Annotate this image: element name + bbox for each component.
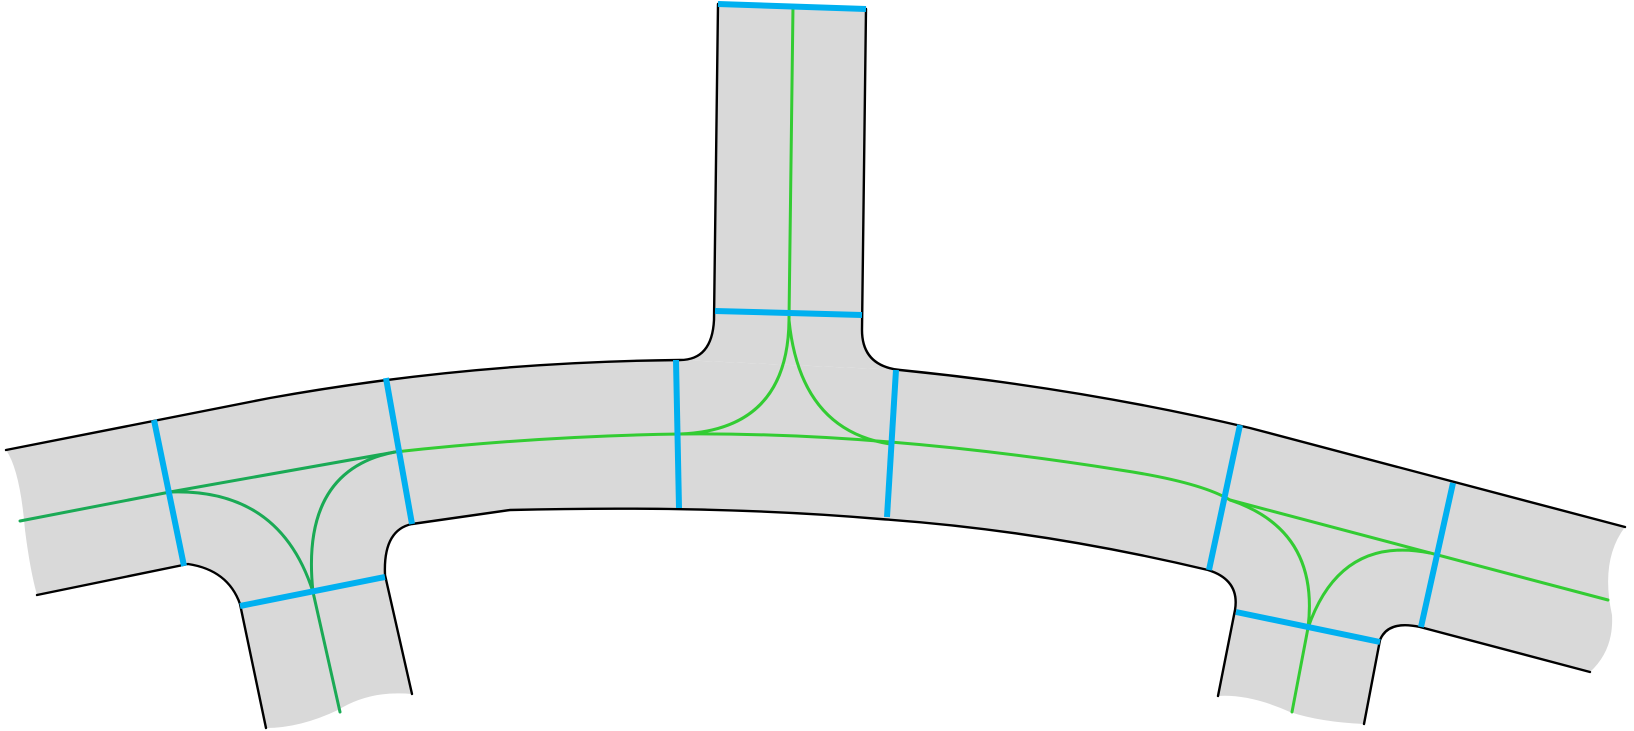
turn-paths-group xyxy=(168,318,1432,630)
right-spur-centerline xyxy=(1290,626,1310,714)
section-line-center-left xyxy=(673,359,682,509)
center-turn-left xyxy=(678,318,791,436)
lower-middle-curb xyxy=(383,507,1237,698)
left-spur-centerline xyxy=(311,590,342,714)
section-line-left-2 xyxy=(383,377,415,525)
left-turn-east xyxy=(309,450,397,594)
section-line-north-bottom xyxy=(714,308,863,318)
center-turn-right xyxy=(787,318,892,446)
section-line-right-spur xyxy=(1235,609,1381,645)
upper-right-curb xyxy=(860,7,1627,529)
section-line-center-right xyxy=(884,369,899,518)
left-turn-west xyxy=(168,490,315,594)
road-surface-group xyxy=(6,4,1625,728)
main-road-surface xyxy=(6,360,1625,672)
section-line-right-1 xyxy=(1206,424,1243,571)
section-line-left-1 xyxy=(151,419,187,567)
north-spur-centerline xyxy=(787,4,795,322)
right-turn-east xyxy=(1306,548,1432,630)
upper-left-curb xyxy=(4,2,720,452)
section-line-right-2 xyxy=(1418,482,1456,628)
right-turn-west xyxy=(1228,498,1311,630)
section-lines-group xyxy=(151,1,1456,645)
lane-centers-group xyxy=(18,4,1610,714)
main-lane-centerline xyxy=(393,432,1610,602)
lower-left-outer-curb xyxy=(35,562,268,730)
section-line-north-top xyxy=(717,1,867,12)
section-line-left-spur xyxy=(239,574,386,609)
right-spur-surface xyxy=(1218,610,1380,724)
